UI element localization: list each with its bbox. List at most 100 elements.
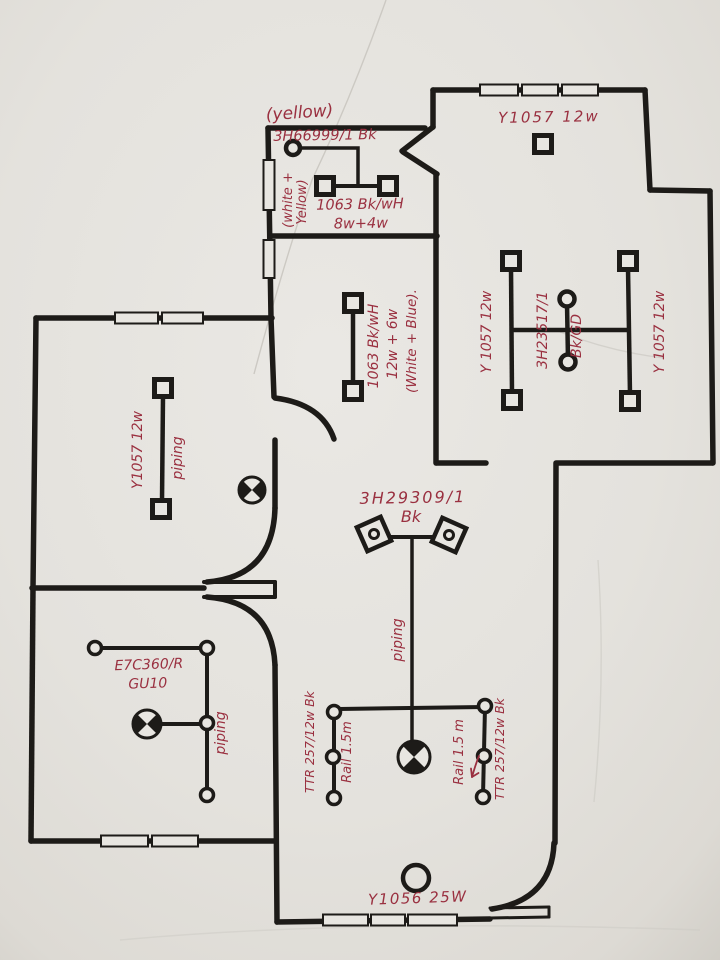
note-1063-b2-label: 12w + 6w bbox=[385, 308, 401, 379]
wall-left-room-left bbox=[30, 315, 39, 591]
window-topright-3 bbox=[561, 83, 599, 97]
note-ttr-right-label: TTR 257/12w Bk bbox=[492, 697, 507, 800]
annotations: (yellow)3H66999/1 Bk (white +Yellow) 1063 … bbox=[114, 101, 668, 909]
ceiling-point-circle bbox=[558, 352, 578, 372]
wall-bottom-room-right bbox=[552, 460, 559, 846]
note-y1057-left-label: Y1057 12w bbox=[130, 411, 146, 489]
rail-node-circle bbox=[474, 788, 492, 806]
windows bbox=[100, 83, 599, 927]
fixture-bar bbox=[159, 395, 166, 502]
paper-crease-line bbox=[593, 559, 602, 803]
window-bottom-3 bbox=[407, 913, 458, 927]
note-piping-center-label: piping bbox=[390, 618, 406, 662]
wall-door-pier bbox=[202, 580, 277, 599]
wall-bottom-room-left bbox=[272, 662, 280, 925]
note-yellow-2-label: Yellow) bbox=[295, 179, 310, 224]
note-y1057-right-a-label: Y 1057 12w bbox=[479, 290, 495, 373]
window-bottom-2 bbox=[370, 913, 406, 927]
wall-right-step bbox=[647, 187, 713, 194]
window-left-room-top-2 bbox=[161, 311, 204, 325]
window-left-room-top-1 bbox=[114, 311, 159, 325]
door-leaf-fold-lower bbox=[400, 149, 440, 177]
fixture-left-room bbox=[150, 377, 174, 520]
note-piping-left-label: piping bbox=[170, 436, 186, 480]
light-square bbox=[152, 377, 174, 399]
light-square bbox=[342, 380, 364, 402]
paper-crease-line bbox=[559, 331, 665, 359]
rail-node-circle bbox=[475, 747, 493, 765]
entrance-threshold bbox=[488, 905, 551, 920]
spotlight-diamond bbox=[353, 513, 395, 555]
note-y1057-topright-label: Y1057 12w bbox=[498, 107, 600, 127]
note-1063-b3-label: (White + Blue). bbox=[404, 289, 420, 393]
quartered-circle-fill bbox=[147, 714, 162, 734]
junction-circle bbox=[198, 714, 216, 732]
rail-node-circle bbox=[324, 748, 342, 766]
note-1063-b1-label: 1063 Bk/wH bbox=[366, 303, 382, 388]
window-lowerleft-1 bbox=[100, 834, 149, 848]
note-gu10-label: GU10 bbox=[128, 675, 168, 692]
fixture-1063-12w6w bbox=[342, 292, 364, 402]
window-topright-1 bbox=[479, 83, 519, 97]
rail-node-circle bbox=[325, 703, 343, 721]
wall-topright-room-right bbox=[642, 87, 653, 193]
ceiling-point-circle bbox=[557, 289, 577, 309]
fixture-center-bar bbox=[564, 302, 571, 361]
note-e7c360-label: E7C360/R bbox=[114, 656, 183, 674]
note-3h29309-label: 3H29309/1 bbox=[359, 487, 466, 508]
light-square bbox=[500, 250, 522, 272]
wall-lowerleft-room-left bbox=[28, 585, 36, 844]
window-topright-2 bbox=[521, 83, 559, 97]
junction-circle bbox=[86, 639, 104, 657]
ceiling-point-circle bbox=[283, 138, 303, 158]
note-rail-right-label: Rail 1.5 m bbox=[452, 719, 467, 785]
light-square bbox=[314, 175, 336, 197]
note-white-plus-label: (white + bbox=[281, 172, 296, 228]
quartered-circle-fill bbox=[252, 480, 266, 500]
wall-hall-left-upper bbox=[268, 315, 277, 400]
window-bottom-1 bbox=[322, 913, 369, 927]
quartered-circle-center bbox=[396, 739, 432, 775]
junction-circle bbox=[198, 786, 216, 804]
quartered-circle-e7c bbox=[131, 708, 163, 740]
light-ring-y1056 bbox=[400, 862, 432, 894]
fixture-right-room-group bbox=[500, 250, 641, 412]
light-square-y1057-topright bbox=[532, 133, 554, 155]
wall-topleft-room-left bbox=[265, 125, 274, 321]
quartered-circle-fill bbox=[132, 714, 147, 734]
note-1063-a2-label: 8w+4w bbox=[334, 216, 389, 233]
note-rail-left-label: Rail 1.5m bbox=[340, 721, 355, 783]
threshold-line-top bbox=[488, 905, 551, 910]
note-bkgd-label: Bk/GD bbox=[569, 314, 585, 358]
window-left-wall-1 bbox=[262, 159, 276, 211]
fixture-track-rails bbox=[324, 697, 494, 807]
junction-circle bbox=[198, 639, 216, 657]
light-square bbox=[617, 250, 639, 272]
light-square bbox=[150, 498, 172, 520]
light-square bbox=[619, 390, 641, 412]
window-lowerleft-2 bbox=[151, 834, 199, 848]
note-ttr-left-label: TTR 257/12w Bk bbox=[302, 690, 317, 793]
window-left-wall-2 bbox=[262, 239, 276, 279]
note-y1056-label: Y1056 25W bbox=[368, 887, 468, 908]
spotlight-diamond bbox=[428, 514, 470, 556]
light-square bbox=[342, 292, 364, 314]
fixture-1063-8w4w bbox=[283, 138, 399, 197]
rail-arrow-head bbox=[470, 767, 480, 778]
rail-arrow-icon bbox=[470, 755, 480, 778]
note-3h23517-label: 3H23517/1 bbox=[535, 291, 551, 369]
rail-header-line bbox=[338, 705, 485, 711]
note-3h29309-bk-label: Bk bbox=[401, 507, 422, 526]
rail-node-circle bbox=[476, 697, 494, 715]
light-square bbox=[377, 175, 399, 197]
note-3h66999-label: 3H66999/1 Bk bbox=[273, 127, 377, 145]
note-1063-a1-label: 1063 Bk/wH bbox=[316, 196, 404, 214]
quartered-circle-fill bbox=[238, 480, 252, 500]
spotlight-lens bbox=[443, 529, 455, 541]
door-arc-hall-east bbox=[272, 395, 337, 442]
note-yellow-label: (yellow) bbox=[265, 101, 334, 126]
quartered-circle-fill bbox=[402, 757, 426, 773]
